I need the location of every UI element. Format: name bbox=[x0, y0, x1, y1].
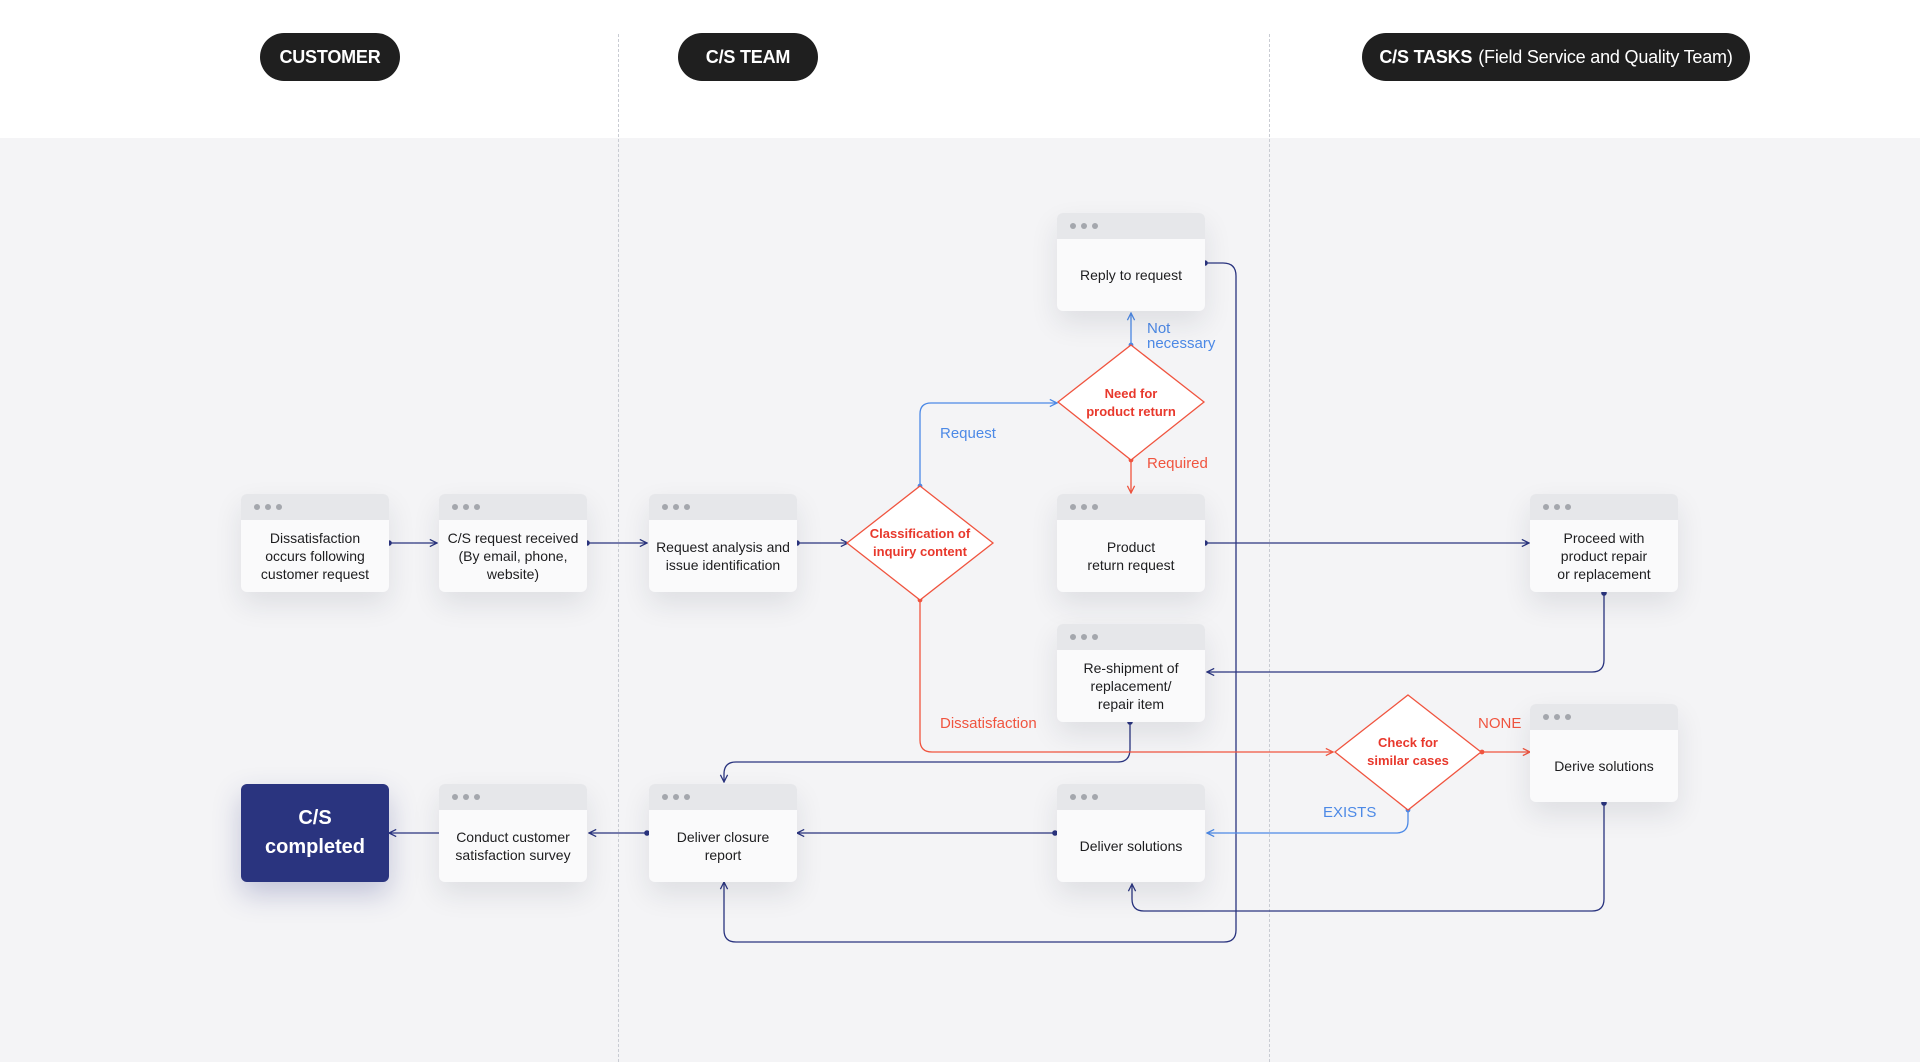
edge-dissatisfaction-branch bbox=[919, 600, 1333, 752]
lane-header-cs-team-label: C/S TEAM bbox=[705, 46, 791, 67]
port-closure-out bbox=[644, 830, 650, 836]
edge-label-request: Request bbox=[940, 425, 996, 442]
lane-header-cs-tasks-label: C/S TASKS bbox=[1379, 46, 1473, 67]
node-request-received: C/S request received (By email, phone, w… bbox=[439, 494, 587, 592]
node-proceed-repair: Proceed with product repair or replaceme… bbox=[1530, 494, 1678, 592]
node-request-received-label: C/S request received (By email, phone, w… bbox=[447, 530, 579, 582]
lane-divider-2 bbox=[1269, 34, 1270, 1062]
edge-reshipment-to-closure bbox=[724, 722, 1131, 782]
lane-divider-1 bbox=[618, 34, 619, 1062]
card-header bbox=[1530, 704, 1678, 730]
port-deliver-out bbox=[1052, 830, 1058, 836]
card-header bbox=[1057, 213, 1205, 239]
edge-label-exists: EXISTS bbox=[1323, 804, 1377, 821]
card-header bbox=[1530, 494, 1678, 520]
node-dissatisfaction-label: Dissatisfaction occurs following custome… bbox=[260, 530, 370, 582]
edge-proceed-to-reshipment bbox=[1207, 593, 1605, 672]
edge-reply-to-closure bbox=[724, 262, 1237, 943]
node-proceed-repair-label: Proceed with product repair or replaceme… bbox=[1557, 530, 1651, 582]
node-survey-label: Conduct customer satisfaction survey bbox=[455, 829, 571, 863]
lane-header-cs-tasks-sublabel: (Field Service and Quality Team) bbox=[1478, 46, 1733, 67]
card-header bbox=[439, 494, 587, 520]
edge-request-branch bbox=[919, 403, 1057, 486]
node-product-return-label: Product return request bbox=[1087, 539, 1175, 573]
edge-derive-to-deliver bbox=[1132, 803, 1605, 912]
node-derive-solutions: Derive solutions bbox=[1530, 704, 1678, 802]
card-header bbox=[439, 784, 587, 810]
card-header bbox=[649, 784, 797, 810]
edge-label-not-necessary: Not necessary bbox=[1147, 320, 1216, 352]
node-reply: Reply to request bbox=[1057, 213, 1205, 311]
card-header bbox=[241, 494, 389, 520]
node-analysis-label: Request analysis and issue identificatio… bbox=[656, 539, 790, 573]
edge-exists-branch bbox=[1207, 810, 1409, 833]
lane-header-cs-tasks: C/S TASKS (Field Service and Quality Tea… bbox=[1362, 33, 1750, 81]
node-survey: Conduct customer satisfaction survey bbox=[439, 784, 587, 882]
decision-classification-shape bbox=[845, 485, 995, 601]
node-closure-report: Deliver closure report bbox=[649, 784, 797, 882]
node-dissatisfaction: Dissatisfaction occurs following custome… bbox=[241, 494, 389, 592]
node-closure-report-label: Deliver closure report bbox=[676, 829, 770, 863]
node-deliver-solutions-label: Deliver solutions bbox=[1079, 838, 1183, 854]
lane-header-customer: CUSTOMER bbox=[260, 33, 400, 81]
decision-similar-cases: Check for similar cases bbox=[1367, 735, 1449, 768]
node-product-return: Product return request bbox=[1057, 494, 1205, 592]
card-header bbox=[1057, 784, 1205, 810]
card-header bbox=[1057, 494, 1205, 520]
edge-label-required: Required bbox=[1147, 455, 1208, 472]
node-derive-solutions-label: Derive solutions bbox=[1554, 758, 1654, 774]
node-completed: C/S completed bbox=[241, 784, 389, 882]
card-header bbox=[1057, 624, 1205, 650]
node-reshipment: Re-shipment of replacement/ repair item bbox=[1057, 624, 1205, 722]
lane-header-customer-label: CUSTOMER bbox=[279, 46, 381, 67]
node-reshipment-label: Re-shipment of replacement/ repair item bbox=[1083, 660, 1179, 712]
edge-label-none: NONE bbox=[1478, 715, 1522, 732]
card-header bbox=[649, 494, 797, 520]
node-deliver-solutions: Deliver solutions bbox=[1057, 784, 1205, 882]
decision-classification: Classification of inquiry content bbox=[869, 526, 971, 559]
node-analysis: Request analysis and issue identificatio… bbox=[649, 494, 797, 592]
lane-header-cs-team: C/S TEAM bbox=[678, 33, 818, 81]
decision-product-return-shape bbox=[1056, 344, 1206, 461]
decision-product-return: Need for product return bbox=[1086, 386, 1176, 419]
edge-label-dissatisfaction: Dissatisfaction bbox=[940, 715, 1037, 732]
node-reply-label: Reply to request bbox=[1080, 267, 1182, 283]
node-completed-label: C/S completed bbox=[264, 807, 366, 858]
decision-similar-cases-shape bbox=[1333, 694, 1483, 811]
